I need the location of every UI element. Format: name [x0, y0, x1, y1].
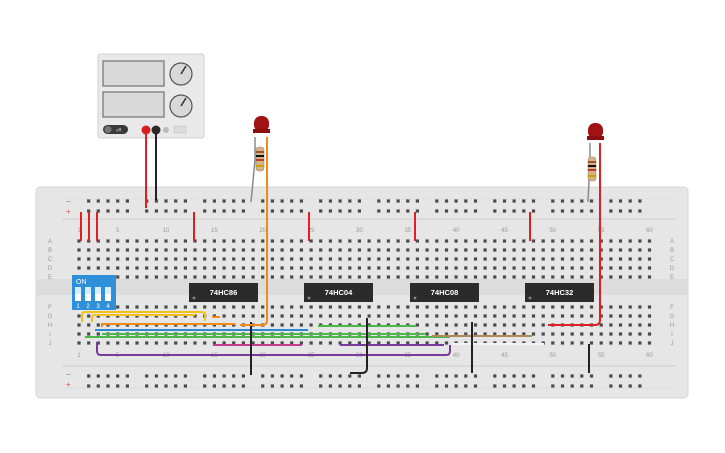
- ground-terminal[interactable]: [163, 127, 169, 133]
- dip-number-3: 3: [96, 304, 100, 310]
- power-switch-label: off: [116, 128, 122, 133]
- row-label: B: [48, 248, 52, 254]
- chip-label-4: 74HC32: [546, 288, 574, 297]
- column-number: 1: [77, 353, 81, 359]
- rail-plus-bottom: +: [66, 380, 71, 389]
- column-number: 50: [549, 353, 556, 359]
- positive-terminal[interactable]: [141, 125, 151, 135]
- led-2[interactable]: [548, 123, 604, 326]
- chip-74hc08[interactable]: 74HC08: [410, 283, 479, 302]
- row-label: G: [48, 314, 53, 320]
- row-label: H: [48, 323, 52, 329]
- dip-switch[interactable]: ON 1 2 3 4: [72, 275, 116, 310]
- column-number: 10: [163, 228, 170, 234]
- row-label: D: [48, 266, 53, 272]
- row-label: B: [670, 248, 674, 254]
- rail-plus-top: +: [66, 207, 71, 216]
- row-label: I: [671, 332, 673, 338]
- column-number: 1: [77, 228, 81, 234]
- column-number: 30: [356, 228, 363, 234]
- chip-label-1: 74HC86: [210, 288, 238, 297]
- row-label: F: [670, 305, 674, 311]
- row-label: F: [48, 305, 52, 311]
- power-supply[interactable]: off: [97, 53, 205, 139]
- row-label: A: [48, 239, 52, 245]
- column-number: 55: [598, 353, 605, 359]
- resistor-1[interactable]: [255, 146, 265, 172]
- dip-number-4: 4: [106, 304, 110, 310]
- voltage-display: [102, 60, 165, 87]
- column-number: 35: [404, 228, 411, 234]
- column-number: 15: [211, 228, 218, 234]
- rail-minus-bottom: −: [66, 370, 71, 379]
- column-number: 25: [308, 228, 315, 234]
- row-label: D: [670, 266, 675, 272]
- row-label: E: [48, 275, 52, 281]
- dip-number-1: 1: [76, 304, 80, 310]
- column-number: 5: [116, 228, 120, 234]
- rail-jumpers: [80, 212, 531, 241]
- negative-terminal[interactable]: [151, 125, 161, 135]
- column-number: 55: [598, 228, 605, 234]
- resistor-2[interactable]: [587, 156, 597, 182]
- column-number: 40: [453, 353, 460, 359]
- row-label: C: [670, 257, 675, 263]
- chip-74hc86[interactable]: 74HC86: [189, 283, 258, 302]
- chip-74hc32[interactable]: 74HC32: [525, 283, 594, 302]
- row-label: H: [670, 323, 674, 329]
- column-number: 60: [646, 228, 653, 234]
- row-label: C: [48, 257, 53, 263]
- column-number: 45: [501, 228, 508, 234]
- dip-number-2: 2: [86, 304, 90, 310]
- chip-label-3: 74HC08: [431, 288, 459, 297]
- column-number: 45: [501, 353, 508, 359]
- column-number: 60: [646, 353, 653, 359]
- current-display: [102, 91, 165, 118]
- chip-74hc04[interactable]: 74HC04: [304, 283, 373, 302]
- logic-wires: [81, 311, 590, 375]
- row-label: G: [670, 314, 675, 320]
- column-number: 50: [549, 228, 556, 234]
- column-number: 20: [259, 228, 266, 234]
- led-1[interactable]: [240, 116, 270, 326]
- rail-minus-top: −: [66, 197, 71, 206]
- dip-on-label: ON: [76, 279, 87, 286]
- row-label: I: [49, 332, 51, 338]
- row-label: E: [670, 275, 674, 281]
- row-label: J: [671, 341, 674, 347]
- row-label: A: [670, 239, 674, 245]
- chip-label-2: 74HC04: [325, 288, 353, 297]
- column-number: 40: [453, 228, 460, 234]
- row-label: J: [49, 341, 52, 347]
